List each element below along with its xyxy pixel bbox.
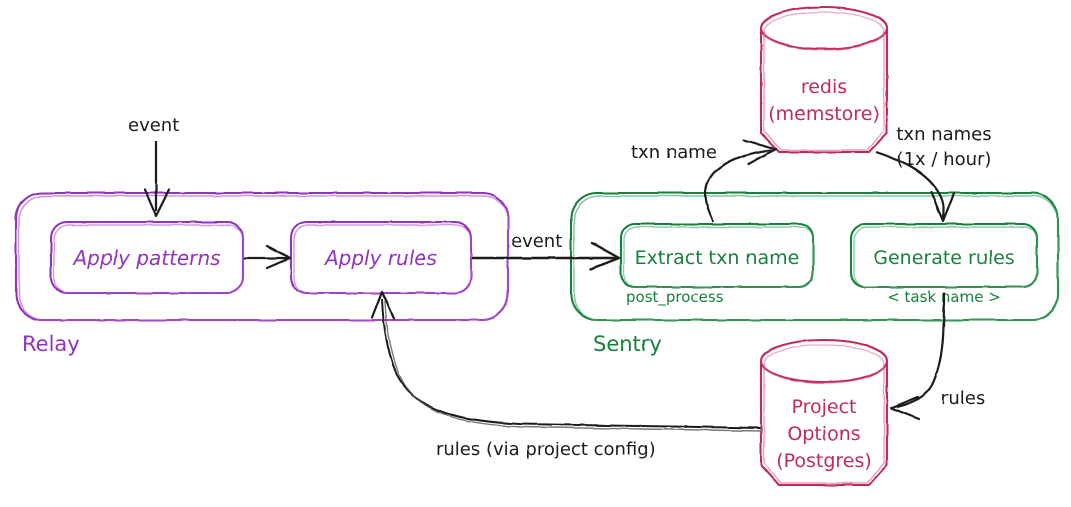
node-apply-patterns-label: Apply patterns xyxy=(71,246,220,270)
project-options-label-line2: Options xyxy=(787,423,860,445)
sentry-group-label: Sentry xyxy=(593,332,662,356)
project-options-label-line3: (Postgres) xyxy=(776,450,872,472)
edge-patterns-to-rules xyxy=(244,244,292,270)
project-options-cylinder-top-shadow xyxy=(763,344,885,384)
redis-cylinder-body xyxy=(759,28,889,154)
node-apply-rules-label: Apply rules xyxy=(323,246,437,270)
node-apply-patterns-border-shadow xyxy=(53,224,244,294)
sentry-group[interactable]: Sentry xyxy=(569,191,1060,356)
edge-redis-to-generate xyxy=(875,150,956,223)
node-generate-rules-label: Generate rules xyxy=(873,247,1015,269)
edge-redis-to-generate-line xyxy=(875,150,945,219)
edge-extract-to-redis xyxy=(704,138,778,223)
edge-redis-to-generate-label-line2: (1x / hour) xyxy=(897,149,992,170)
node-generate-rules-border-shadow xyxy=(853,226,1038,288)
edge-extract-to-redis-arrowhead xyxy=(742,138,778,166)
edge-generate-to-postgres xyxy=(889,291,946,421)
edge-relay-to-sentry xyxy=(472,241,621,271)
redis-label-line2: (memstore) xyxy=(768,103,880,125)
relay-group-label: Relay xyxy=(22,332,80,356)
edge-postgres-to-relay-label: rules (via project config) xyxy=(436,439,656,460)
edge-generate-to-postgres-arrowhead xyxy=(889,395,921,421)
node-apply-rules[interactable]: Apply rules xyxy=(289,220,473,295)
edge-postgres-to-relay-line-shadow xyxy=(384,300,763,432)
edge-relay-to-sentry-arrowhead xyxy=(589,241,621,271)
edge-generate-to-postgres-line xyxy=(896,291,946,409)
node-extract-txn-name-border-shadow xyxy=(623,226,814,288)
edge-patterns-to-rules-arrowhead xyxy=(265,244,292,270)
edge-postgres-to-relay-line xyxy=(381,298,761,429)
datastore-project-options[interactable]: Project Options (Postgres) xyxy=(759,338,889,487)
relay-group[interactable]: Relay xyxy=(14,191,510,356)
edge-redis-to-generate-label-line1: txn names xyxy=(896,124,991,145)
edge-event-in-label: event xyxy=(128,115,179,136)
node-extract-txn-name-sublabel: post_process xyxy=(626,288,724,307)
project-options-cylinder-body xyxy=(759,361,889,487)
node-extract-txn-name[interactable]: Extract txn name post_process xyxy=(619,222,815,307)
datastore-redis[interactable]: redis (memstore) xyxy=(759,5,889,154)
node-apply-patterns[interactable]: Apply patterns xyxy=(49,220,245,295)
project-options-cylinder-body-shadow xyxy=(763,365,885,484)
edge-extract-to-redis-line xyxy=(704,148,773,223)
edge-generate-to-postgres-label: rules xyxy=(941,388,985,409)
edge-event-in-arrowhead xyxy=(143,188,171,218)
redis-label-line1: redis xyxy=(801,76,847,98)
project-options-cylinder-top xyxy=(759,338,889,384)
edge-postgres-to-relay-arrowhead xyxy=(370,290,396,320)
edge-extract-to-redis-label: txn name xyxy=(631,142,717,163)
edge-event-in xyxy=(143,141,171,218)
edge-redis-to-generate-arrowhead xyxy=(929,190,956,223)
edge-postgres-to-relay xyxy=(370,290,763,432)
node-extract-txn-name-label: Extract txn name xyxy=(635,247,800,269)
redis-cylinder-body-shadow xyxy=(763,32,885,151)
redis-cylinder-top-shadow xyxy=(763,11,885,51)
redis-cylinder-top xyxy=(759,5,889,51)
edge-relay-to-sentry-label: event xyxy=(511,231,562,252)
project-options-label-line1: Project xyxy=(791,396,856,418)
